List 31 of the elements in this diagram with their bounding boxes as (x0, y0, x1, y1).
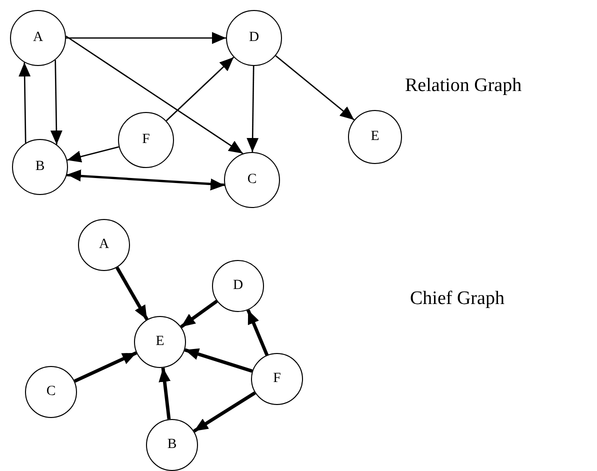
arrow (246, 309, 269, 356)
graph-node-circle: A (10, 10, 66, 66)
graph-node-circle: A (78, 219, 130, 271)
arrow (66, 32, 226, 44)
arrow (50, 60, 62, 144)
graph-node-circle: B (12, 139, 68, 195)
graph-node-circle: C (224, 152, 280, 208)
arrow (275, 55, 355, 120)
graph-node-circle: F (251, 353, 303, 405)
graph-node-circle: E (134, 316, 186, 368)
graph-title: Relation Graph (405, 75, 522, 97)
graph-node-circle: E (348, 110, 402, 164)
graph-title: Chief Graph (410, 288, 504, 310)
arrow (166, 56, 234, 122)
arrow (66, 175, 225, 190)
arrow (74, 351, 138, 383)
arrow (180, 300, 218, 328)
arrow (193, 391, 256, 433)
arrow (66, 170, 224, 185)
arrow (158, 368, 171, 420)
arrow (246, 66, 259, 152)
arrow (116, 266, 148, 320)
arrow (18, 62, 31, 143)
arrow (66, 36, 244, 154)
graph-node-circle: F (118, 112, 174, 168)
graph-node-circle: D (212, 260, 264, 312)
arrow (184, 348, 253, 373)
graph-node-circle: D (226, 10, 282, 66)
arrow (66, 146, 120, 162)
graph-node-circle: B (146, 419, 198, 471)
graph-node-circle: C (25, 366, 77, 418)
